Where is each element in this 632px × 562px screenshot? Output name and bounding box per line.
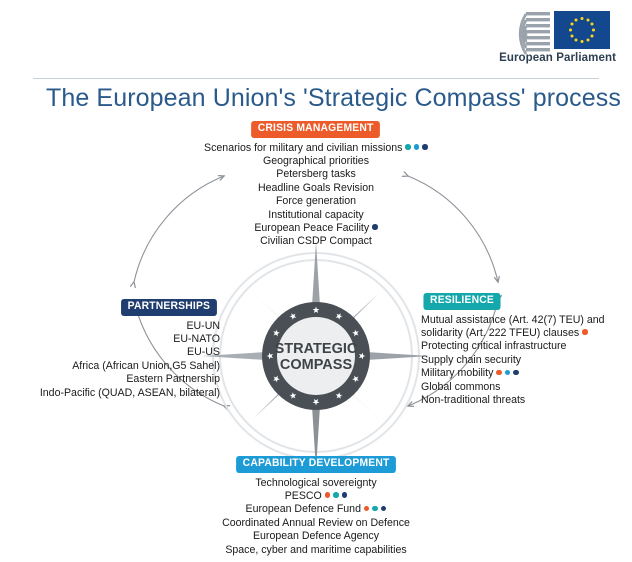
list-item: EU-UN	[20, 320, 220, 333]
list-item: European Peace Facility	[166, 222, 466, 235]
list-item-label: Civilian CSDP Compact	[260, 235, 372, 248]
list-item-label: Force generation	[275, 195, 357, 208]
status-dot	[363, 505, 370, 512]
page-title: The European Union's 'Strategic Compass'…	[46, 84, 621, 112]
list-item-label: Africa (African Union,G5 Sahel)	[72, 359, 220, 372]
list-item: Institutional capacity	[166, 209, 466, 222]
list-item-label: Technological sovereignty	[255, 476, 377, 489]
block-resilience: RESILIENCE Mutual assistance (Art. 42(7)…	[421, 293, 621, 407]
list-item-label: EU-UN	[186, 319, 220, 332]
list-item-label: EU-NATO	[173, 332, 220, 345]
list-item: Civilian CSDP Compact	[166, 235, 466, 248]
list-item: Military mobility	[421, 367, 621, 380]
list-item: Indo-Pacific (QUAD, ASEAN, bilateral)	[20, 387, 220, 400]
strategic-compass-graphic: STRATEGIC COMPASS	[196, 236, 436, 476]
title-divider	[33, 78, 599, 79]
status-dot	[380, 505, 387, 512]
list-item: Non-traditional threats	[421, 394, 621, 407]
eu-stars	[569, 17, 595, 43]
items-crisis-management: Scenarios for military and civilian miss…	[166, 142, 466, 249]
list-item-label: Space, cyber and maritime capabilities	[225, 543, 407, 556]
list-item: Protecting critical infrastructure	[421, 340, 621, 353]
status-dot	[341, 492, 348, 498]
badge-crisis-management: CRISIS MANAGEMENT	[251, 121, 381, 138]
list-item: PESCO	[196, 490, 436, 503]
list-item: Petersberg tasks	[166, 168, 466, 181]
list-item: Mutual assistance (Art. 42(7) TEU) and s…	[421, 314, 621, 341]
list-item-label: PESCO	[284, 489, 322, 502]
badge-capability-development: CAPABILITY DEVELOPMENT	[236, 456, 396, 473]
list-item-label: Coordinated Annual Review on Defence	[222, 516, 410, 529]
list-item: Scenarios for military and civilian miss…	[166, 142, 466, 155]
list-item-label: Mutual assistance (Art. 42(7) TEU) and s…	[421, 313, 605, 339]
status-dot	[333, 492, 339, 498]
status-dot	[496, 369, 502, 376]
list-item: European Defence Agency	[196, 530, 436, 543]
list-item-label: Scenarios for military and civilian miss…	[204, 141, 403, 154]
status-dot	[413, 144, 420, 150]
list-item-label: European Defence Agency	[252, 530, 380, 543]
badge-partnerships: PARTNERSHIPS	[121, 299, 217, 316]
compass-ring-stars	[266, 306, 366, 406]
list-item: Technological sovereignty	[196, 477, 436, 490]
list-item: Coordinated Annual Review on Defence	[196, 517, 436, 530]
list-item: Force generation	[166, 195, 466, 208]
block-crisis-management: CRISIS MANAGEMENT Scenarios for military…	[166, 121, 466, 249]
list-item-label: Non-traditional threats	[421, 393, 526, 406]
list-item: EU-US	[20, 346, 220, 359]
list-item-label: European Peace Facility	[254, 221, 370, 234]
list-item-label: Petersberg tasks	[276, 168, 356, 181]
block-capability-development: CAPABILITY DEVELOPMENT Technological sov…	[196, 456, 436, 557]
compass-label-line1: STRATEGIC	[275, 341, 358, 357]
items-resilience: Mutual assistance (Art. 42(7) TEU) and s…	[421, 314, 621, 408]
compass-label-line2: COMPASS	[280, 357, 353, 373]
status-dot	[372, 224, 378, 230]
list-item-label: Global commons	[421, 380, 501, 393]
european-parliament-logo	[468, 8, 616, 70]
list-item-label: European Defence Fund	[245, 503, 361, 516]
list-item: Geographical priorities	[166, 155, 466, 168]
list-item: Global commons	[421, 381, 621, 394]
list-item: Space, cyber and maritime capabilities	[196, 544, 436, 557]
list-item-label: Protecting critical infrastructure	[421, 340, 567, 353]
organisation-name: European Parliament	[499, 52, 616, 64]
status-dot	[372, 505, 378, 512]
list-item: EU-NATO	[20, 333, 220, 346]
list-item-label: Geographical priorities	[263, 154, 369, 167]
status-dot	[324, 492, 331, 498]
list-item-label: Supply chain security	[421, 353, 522, 366]
list-item: Eastern Partnership	[20, 373, 220, 386]
list-item: Africa (African Union,G5 Sahel)	[20, 360, 220, 373]
status-dot	[513, 369, 519, 376]
status-dot	[582, 329, 588, 335]
list-item: European Defence Fund	[196, 503, 436, 516]
list-item: Supply chain security	[421, 354, 621, 367]
list-item-label: Headline Goals Revision	[257, 181, 374, 194]
list-item-label: Military mobility	[421, 367, 494, 380]
list-item-label: EU-US	[187, 346, 220, 359]
status-dot	[405, 144, 411, 150]
list-item: Headline Goals Revision	[166, 182, 466, 195]
status-dot	[504, 369, 511, 376]
list-item-label: Eastern Partnership	[126, 373, 220, 386]
list-item-label: Institutional capacity	[268, 208, 364, 221]
list-item-label: Indo-Pacific (QUAD, ASEAN, bilateral)	[39, 386, 220, 399]
status-dot	[422, 144, 428, 150]
badge-resilience: RESILIENCE	[423, 293, 501, 310]
